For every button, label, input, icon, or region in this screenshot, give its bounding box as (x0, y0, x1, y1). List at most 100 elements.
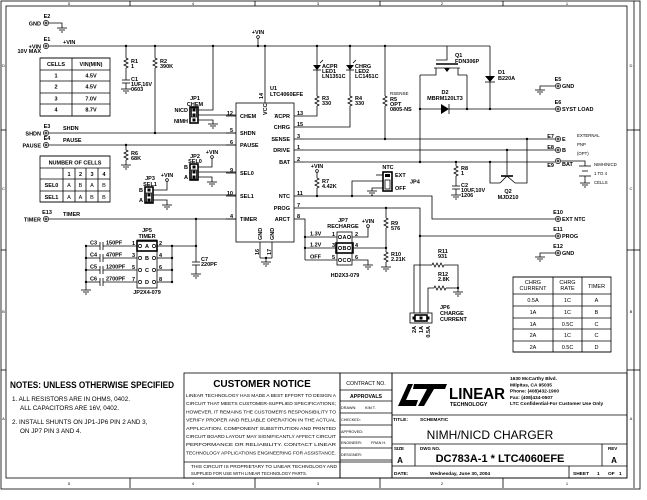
jp5-pin-number: 1 (132, 241, 135, 247)
table-cell: 0.5C (562, 345, 574, 351)
wire (352, 227, 369, 238)
terminal-label: PAUSE (22, 144, 41, 150)
r12-resistor (433, 285, 447, 291)
grid-column-label: 2 (441, 481, 444, 486)
table-header: CELLS (47, 62, 65, 68)
sheet-number: 1 (597, 471, 600, 477)
c6-ref: C6 (90, 277, 97, 283)
r9-ref: R9 (391, 221, 398, 227)
jp5-pin-number: 6 (159, 265, 162, 271)
u1-pin-name: BAT (279, 160, 291, 166)
of-label: OF (608, 471, 615, 477)
jp5-row: D (145, 280, 149, 286)
r3-value: 330 (322, 101, 331, 107)
jp7-pin-number: 5 (332, 255, 335, 261)
table-cell: 7.0V (85, 97, 97, 103)
linear-logo-icon (413, 384, 447, 406)
jp3-jumper-pin (147, 193, 151, 197)
wire (153, 199, 168, 205)
vin-arrow-icon (315, 169, 319, 173)
u1-vcc-label: VCC (263, 103, 269, 115)
vin-arrow-icon (165, 178, 169, 182)
table-cell: C (595, 322, 599, 328)
u1-pin-number: 4 (230, 214, 234, 220)
terminal-label: GND (562, 84, 574, 90)
r5-resistor (382, 95, 388, 107)
vin-net-label: +VIN (311, 164, 323, 170)
net-label-vin: +VIN (63, 40, 75, 46)
q2-transistor-icon (499, 175, 516, 184)
sheet-outer-border (0, 0, 641, 490)
c4-ref: C4 (90, 253, 98, 259)
rev-value: A (611, 456, 617, 465)
led2-name: CHRG (355, 64, 371, 70)
jp6-pin (412, 316, 416, 320)
jp3-name: SEL1 (143, 182, 157, 188)
wire (413, 264, 432, 313)
r7-value: 4.42K (322, 184, 337, 190)
terminal-ref: E12 (553, 244, 563, 250)
grid-column-label: 5 (68, 1, 71, 6)
battery-note: NIMH/NICD (594, 162, 617, 167)
customer-notice-line: CIRCUIT BOARD LAYOUT MAY SIGNIFICANTLY A… (186, 434, 336, 439)
led1-name: ACPR (322, 64, 338, 70)
u1-pin-number: 7 (297, 203, 300, 209)
jp5-pin-number: 3 (132, 253, 135, 259)
terminal-ref: E1 (44, 37, 51, 43)
r8-ref: R8 (461, 166, 468, 172)
jp7-option: 1.2V (310, 243, 322, 249)
jp7-pin-number: 2 (355, 232, 358, 238)
linear-logo-icon (398, 384, 418, 406)
table-cell: B (90, 195, 94, 201)
proprietary-line: THIS CIRCUIT IS PROPRIETARY TO LINEAR TE… (191, 464, 337, 469)
note-item: ON JP7 PIN 3 AND 4. (20, 428, 81, 435)
u1-pin-number: 16 (255, 249, 261, 255)
company-address-line: Fax: (408)434-0507 (510, 395, 553, 401)
led1-ref: LED1 (322, 69, 336, 75)
sheet-total: 1 (619, 471, 622, 477)
r7-resistor (314, 177, 320, 189)
table-cell: 1C (564, 298, 571, 304)
r4-ref: R4 (355, 96, 363, 102)
d2-diode-icon (441, 104, 449, 114)
jp5-jumper-body (136, 239, 158, 289)
grid-row-label: C (630, 186, 633, 191)
jp4-name: NTC (382, 165, 393, 171)
e2-terminal-pin (44, 21, 48, 25)
date-value: Wednesday, June 30, 2004 (430, 471, 490, 477)
terminal-ref: E13 (42, 210, 52, 216)
wire (198, 119, 214, 124)
table-cell: A (595, 298, 599, 304)
jp4-option: OFF (395, 186, 407, 192)
table-cell: B (595, 310, 599, 316)
external-pnp-note: PNP (577, 142, 586, 147)
q2-ref: Q2 (504, 189, 511, 195)
u1-pin-number: 17 (267, 249, 273, 255)
title-label: TITLE: (393, 417, 408, 423)
e12-terminal-pin (556, 251, 560, 255)
size-value: A (397, 456, 403, 465)
u1-pin-number: 11 (297, 191, 303, 197)
jp2-option: B (184, 165, 188, 171)
drawing-number: DC783A-1 * LTC4060EFE (436, 453, 565, 465)
junction-dot (303, 246, 307, 250)
wire (420, 68, 437, 76)
terminal-ref: E8 (547, 145, 554, 151)
customer-notice-line: TECHNOLOGY APPLICATIONS ENGINEERING FOR … (186, 450, 336, 455)
terminal-label: GND (29, 22, 41, 28)
u1-pin-number: 8 (297, 214, 300, 220)
e8-terminal-pin (556, 148, 560, 152)
jp5-pin-number: 2 (159, 241, 162, 247)
table-cell: 1A (530, 322, 537, 328)
jp3-ref: JP3 (145, 176, 155, 182)
terminal-ref: E7 (547, 134, 554, 140)
e13-terminal-pin (44, 217, 48, 221)
r8-value: 1 (461, 171, 464, 177)
grid-row-label: B (630, 309, 633, 314)
terminal-ref: E2 (44, 14, 51, 20)
r11-resistor (431, 262, 445, 268)
table-cell: B (102, 195, 106, 201)
junction-dot (256, 44, 260, 48)
grid-column-label: 1 (566, 481, 569, 486)
jp7-part: HD2X3-079 (331, 273, 360, 279)
